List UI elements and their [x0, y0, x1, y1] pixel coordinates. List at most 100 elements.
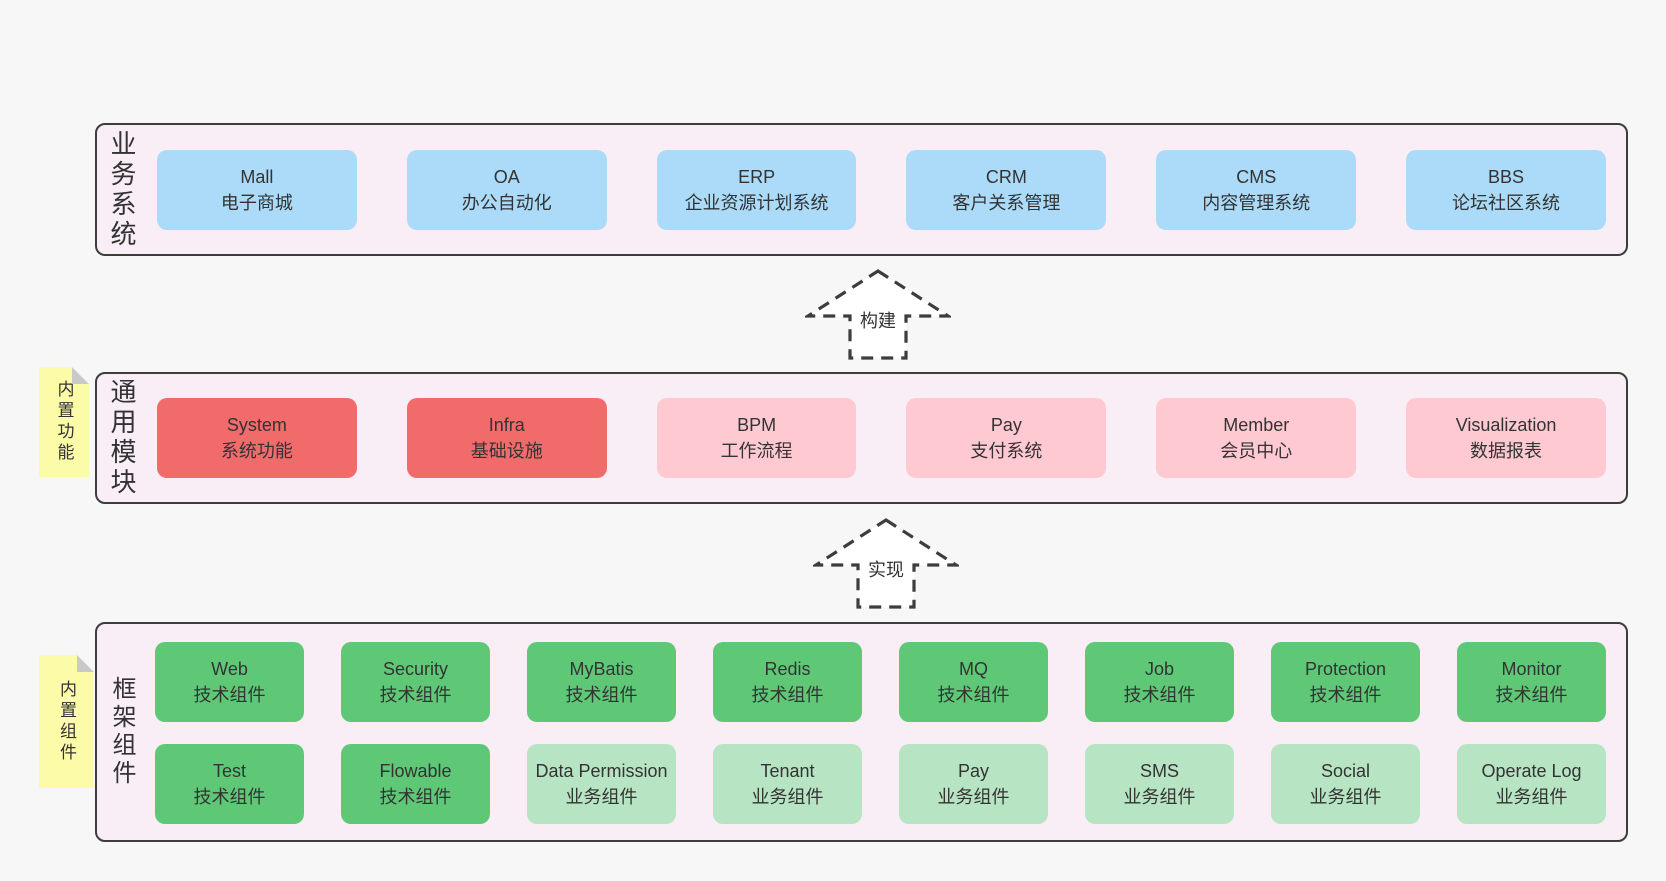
- modules-box-row: System 系统功能 Infra 基础设施 BPM 工作流程 Pay 支付系统…: [157, 398, 1606, 478]
- box-test: Test 技术组件: [155, 744, 304, 824]
- panel-common-modules: 通用模块 System 系统功能 Infra 基础设施 BPM 工作流程 Pay…: [95, 372, 1628, 504]
- panel-label-framework: 框架组件: [108, 676, 135, 788]
- box-title: Mall: [240, 166, 274, 187]
- box-title: BPM: [737, 415, 777, 435]
- box-subtitle: 业务组件: [565, 787, 638, 807]
- box-bbs: BBS 论坛社区系统: [1406, 149, 1606, 230]
- box-visualization: Visualization 数据报表: [1406, 398, 1606, 478]
- box-title: Protection: [1304, 659, 1387, 679]
- box-subtitle: 业务组件: [1309, 787, 1382, 807]
- box-title: Pay: [957, 761, 990, 781]
- panel-label-business: 业务系统: [107, 129, 137, 250]
- box-monitor: Monitor 技术组件: [1457, 642, 1606, 722]
- implement-arrow-label: 实现: [866, 556, 906, 582]
- build-arrow-label: 构建: [858, 307, 898, 333]
- framework-box-rows: Web 技术组件 Security 技术组件 MyBatis 技术组件 Redi…: [155, 642, 1606, 824]
- box-title: System: [226, 415, 287, 435]
- box-member: Member 会员中心: [1156, 398, 1357, 478]
- box-protection: Protection 技术组件: [1271, 642, 1420, 722]
- box-subtitle: 技术组件: [379, 685, 452, 705]
- box-infra: Infra 基础设施: [406, 398, 607, 478]
- box-subtitle: 会员中心: [1220, 441, 1293, 461]
- box-subtitle: 系统功能: [220, 441, 293, 461]
- box-title: Flowable: [379, 761, 452, 781]
- box-subtitle: 工作流程: [720, 441, 793, 461]
- build-arrow: 构建: [805, 268, 951, 361]
- box-flowable: Flowable 技术组件: [341, 744, 490, 824]
- box-job: Job 技术组件: [1085, 642, 1234, 722]
- box-subtitle: 技术组件: [193, 787, 266, 807]
- box-subtitle: 论坛社区系统: [1452, 192, 1561, 213]
- box-subtitle: 业务组件: [751, 787, 824, 807]
- box-title: ERP: [738, 166, 776, 187]
- box-subtitle: 技术组件: [1123, 685, 1196, 705]
- folded-corner-icon: [72, 367, 89, 384]
- box-title: Security: [382, 659, 449, 679]
- box-title: Visualization: [1455, 415, 1557, 435]
- box-subtitle: 企业资源计划系统: [684, 192, 829, 213]
- box-subtitle: 技术组件: [379, 787, 452, 807]
- note-text: 内置功能: [54, 380, 74, 464]
- box-subtitle: 业务组件: [937, 787, 1010, 807]
- box-pay-module: Pay 支付系统: [906, 398, 1107, 478]
- box-security: Security 技术组件: [341, 642, 490, 722]
- panel-label-modules: 通用模块: [107, 378, 137, 498]
- box-oa: OA 办公自动化: [406, 149, 607, 230]
- box-title: Data Permission: [535, 761, 668, 781]
- box-title: CMS: [1236, 166, 1277, 187]
- sticky-note-built-in-features: 内置功能: [39, 367, 89, 477]
- box-title: Job: [1144, 659, 1175, 679]
- box-system: System 系统功能: [157, 398, 357, 478]
- box-subtitle: 技术组件: [937, 685, 1010, 705]
- box-subtitle: 技术组件: [565, 685, 638, 705]
- box-subtitle: 基础设施: [470, 441, 543, 461]
- implement-arrow: 实现: [813, 517, 959, 610]
- box-data-permission: Data Permission 业务组件: [527, 744, 676, 824]
- box-title: CRM: [985, 166, 1027, 187]
- box-title: Member: [1223, 415, 1290, 435]
- box-subtitle: 业务组件: [1123, 787, 1196, 807]
- box-title: SMS: [1139, 761, 1179, 781]
- sticky-note-built-in-components: 内置组件: [39, 655, 94, 788]
- framework-row-1: Web 技术组件 Security 技术组件 MyBatis 技术组件 Redi…: [155, 642, 1606, 722]
- box-subtitle: 办公自动化: [461, 192, 552, 213]
- box-title: Operate Log: [1481, 761, 1582, 781]
- box-subtitle: 电子商城: [220, 192, 293, 213]
- box-subtitle: 内容管理系统: [1202, 192, 1311, 213]
- box-erp: ERP 企业资源计划系统: [656, 149, 857, 230]
- box-subtitle: 技术组件: [1309, 685, 1382, 705]
- box-title: Web: [211, 659, 248, 679]
- framework-row-2: Test 技术组件 Flowable 技术组件 Data Permission …: [155, 744, 1606, 824]
- box-subtitle: 技术组件: [1495, 685, 1568, 705]
- panel-framework-components: 框架组件 Web 技术组件 Security 技术组件 MyBatis 技术组件…: [95, 622, 1628, 842]
- box-title: Social: [1320, 761, 1371, 781]
- box-title: Pay: [990, 415, 1022, 435]
- box-title: OA: [493, 166, 520, 187]
- box-subtitle: 技术组件: [751, 685, 824, 705]
- panel-business-systems: 业务系统 Mall 电子商城 OA 办公自动化 ERP 企业资源计划系统 CRM…: [95, 123, 1628, 256]
- box-pay-component: Pay 业务组件: [899, 744, 1048, 824]
- note-text: 内置组件: [57, 679, 76, 764]
- box-subtitle: 业务组件: [1495, 787, 1568, 807]
- box-title: Infra: [488, 415, 525, 435]
- box-redis: Redis 技术组件: [713, 642, 862, 722]
- folded-corner-icon: [77, 655, 94, 672]
- box-title: BBS: [1488, 166, 1525, 187]
- box-tenant: Tenant 业务组件: [713, 744, 862, 824]
- box-title: MQ: [959, 659, 988, 679]
- box-title: Test: [212, 761, 246, 781]
- box-crm: CRM 客户关系管理: [906, 149, 1107, 230]
- box-subtitle: 技术组件: [193, 685, 266, 705]
- box-sms: SMS 业务组件: [1085, 744, 1234, 824]
- box-mall: Mall 电子商城: [157, 149, 357, 230]
- box-subtitle: 支付系统: [970, 441, 1043, 461]
- box-title: Monitor: [1501, 659, 1562, 679]
- box-operate-log: Operate Log 业务组件: [1457, 744, 1606, 824]
- box-web: Web 技术组件: [155, 642, 304, 722]
- box-bpm: BPM 工作流程: [656, 398, 857, 478]
- box-subtitle: 数据报表: [1470, 441, 1543, 461]
- box-title: Redis: [764, 659, 811, 679]
- box-cms: CMS 内容管理系统: [1156, 149, 1357, 230]
- box-mq: MQ 技术组件: [899, 642, 1048, 722]
